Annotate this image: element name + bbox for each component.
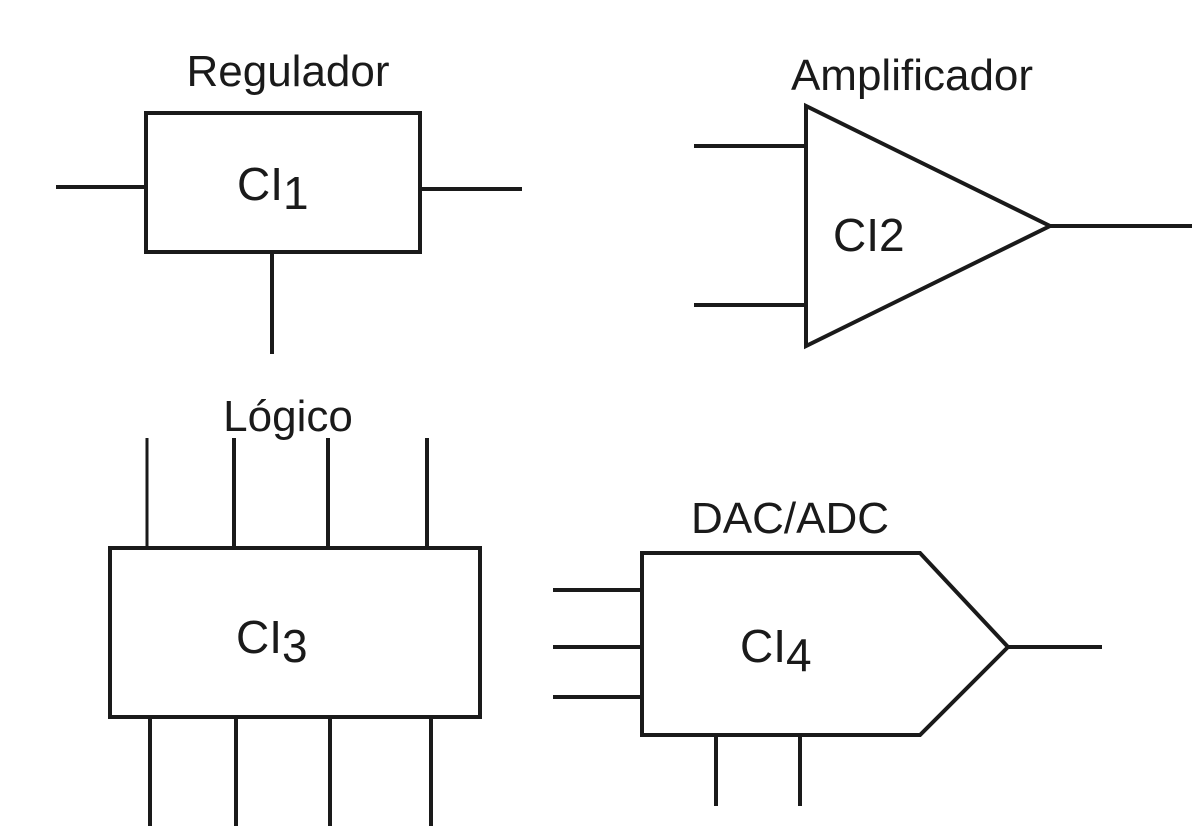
amplifier-title: Amplificador — [791, 51, 1033, 100]
regulator-body — [144, 111, 422, 254]
converter-label: CI4 — [740, 620, 812, 681]
regulator-title: Regulador — [186, 47, 389, 96]
converter-title: DAC/ADC — [691, 494, 889, 543]
logic-title: Lógico — [223, 392, 353, 441]
logic-block: Lógico CI3 — [108, 392, 482, 826]
logic-label: CI3 — [236, 611, 308, 672]
converter-block: DAC/ADC CI4 — [553, 494, 1102, 806]
converter-body — [640, 551, 1011, 737]
amplifier-block: Amplificador CI2 — [694, 51, 1192, 350]
regulator-label: CI1 — [237, 158, 309, 219]
amplifier-body — [804, 102, 1055, 350]
logic-body — [108, 546, 482, 719]
regulator-block: Regulador CI1 — [56, 47, 522, 354]
amplifier-label: CI2 — [833, 209, 905, 261]
